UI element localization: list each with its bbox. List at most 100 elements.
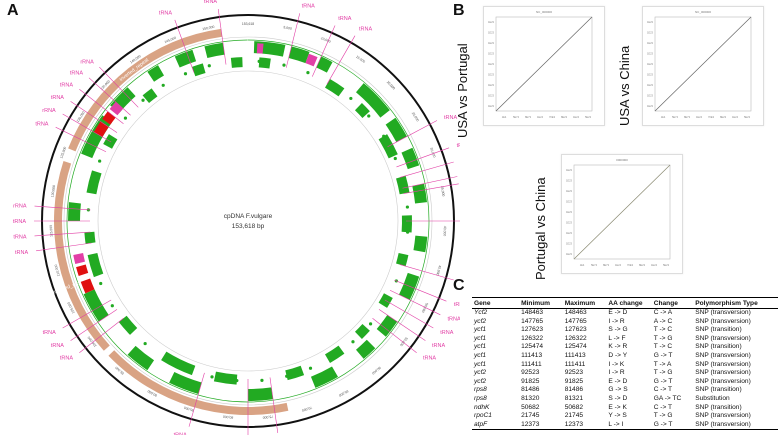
genome-inner-ring [97, 70, 399, 372]
trna-callout-line [389, 289, 441, 316]
table-cell: SNP (transversion) [695, 351, 751, 359]
gene-block [285, 365, 305, 381]
table-cell: L -> F [608, 334, 626, 342]
genome-map-size: 153,618 bp [232, 223, 265, 230]
scale-tick-label: 90,000 [147, 389, 158, 398]
trna-label: tRNA [60, 82, 73, 88]
gene-cell: ycf2 [474, 377, 487, 385]
gene-block [174, 49, 197, 68]
table-cell: C -> A [653, 309, 673, 316]
trna-callout-line [79, 89, 124, 124]
table-cell: 125474 [521, 343, 544, 351]
dotplot-xtick: 1E4 [502, 115, 507, 119]
trna-label: tRNA [174, 432, 187, 435]
gene-cell: ycf1 [474, 326, 487, 334]
table-cell: T -> C [653, 326, 673, 334]
trna-callout-line [394, 279, 447, 302]
dotplot-xtick: 5E23 [744, 115, 751, 119]
col-gene: Gene [472, 297, 520, 309]
scale-tick-label: 125,000 [59, 146, 67, 159]
trna-label: tRNA [70, 70, 83, 76]
trna-callout-line [79, 318, 124, 353]
dotplot-ytick: 1E23 [488, 31, 495, 35]
trna-callout-line [378, 309, 426, 341]
scale-tick-label: 145,000 [164, 36, 177, 45]
scale-tick-label: 5,000 [283, 25, 292, 31]
dotplot-diagonal [573, 164, 671, 260]
dotplot-ytick: 1E23 [647, 73, 654, 77]
gene-arrow [382, 134, 386, 138]
gene-block [398, 272, 420, 300]
table-cell: 12373 [519, 420, 563, 431]
gene-arrow [367, 114, 371, 118]
trna-label: tRNA [51, 95, 64, 101]
trna-block [256, 43, 264, 54]
table-cell: 81486 [564, 386, 584, 394]
gene-block [396, 253, 409, 267]
dotplot-ytick: 1E23 [647, 83, 654, 87]
gene-cell: ycf2 [474, 369, 487, 377]
trna-callout-line [399, 264, 454, 281]
table-cell: 91825 [521, 377, 540, 385]
gene-cell: rps8 [474, 386, 487, 394]
trna-callout-line [403, 183, 459, 194]
gene-cell: ycf1 [474, 334, 487, 342]
col-maximum: Maximum [562, 297, 607, 309]
dotplot-xtick: 5E23 [585, 115, 592, 119]
trna-callout-line [174, 19, 195, 73]
chloroplast-genome-map: 5,00010,00015,00020,00025,00030,00035,00… [13, 0, 460, 435]
dotplot-xtick: 1E24 [615, 263, 622, 267]
dotplot-header: NC_000000 [695, 10, 711, 14]
dotplot-ytick: 1E23 [488, 104, 495, 108]
dotplot-diagonal [495, 16, 593, 112]
gene-block [376, 314, 398, 337]
gene-arrow [282, 63, 286, 67]
dotplot-ytick: 1E23 [566, 221, 573, 225]
dotplot-ytick: 1E23 [647, 20, 654, 24]
gene-arrow [306, 71, 310, 75]
scale-tick-label: 55,000 [399, 336, 409, 347]
table-cell: SNP (transversion) [695, 377, 751, 385]
gene-arrow [285, 374, 289, 378]
scale-tick-label: 150,000 [202, 25, 215, 31]
dotplot-ytick: 1E23 [647, 31, 654, 35]
dotplot-header: NC_000000 [536, 10, 552, 14]
table-cell: 148463 [564, 309, 587, 316]
table-cell: 81486 [521, 386, 540, 394]
trna-callout-line [70, 309, 118, 341]
gene-arrow [207, 64, 211, 68]
gene-arrow [232, 60, 236, 64]
table-cell: T -> A [653, 360, 672, 368]
gene-arrow [260, 378, 264, 382]
gene-arrow [186, 367, 190, 371]
table-cell: C -> T [653, 386, 673, 394]
gene-block [142, 88, 158, 104]
table-cell: 50682 [521, 403, 540, 411]
gene-block [310, 366, 338, 388]
col-polymorphism-type: Polymorphism Type [693, 297, 778, 309]
dotplot-xtick: 1E4 [580, 263, 585, 267]
gene-block [412, 183, 428, 204]
gene-cell: atpF [472, 420, 520, 431]
table-cell: 21745 [564, 412, 584, 420]
gene-block [230, 57, 243, 68]
gene-block [169, 371, 202, 395]
trna-callout-line [62, 113, 112, 143]
dotplot-xtick: 8E73 [684, 115, 691, 119]
table-cell: 127623 [521, 326, 544, 334]
table-cell: 127623 [564, 326, 587, 334]
table-cell: T -> G [653, 369, 673, 377]
table-cell: SNP (transition) [695, 386, 742, 394]
trna-callout-line [34, 231, 91, 237]
gene-block [83, 289, 109, 322]
gene-arrow [349, 96, 353, 101]
scale-tick-label: 40,000 [442, 226, 447, 237]
trna-callout-line [399, 161, 454, 178]
table-cell: I -> R [608, 369, 625, 377]
gene-arrow [405, 205, 409, 209]
rrna-block [102, 111, 116, 125]
gene-arrow [87, 233, 91, 237]
